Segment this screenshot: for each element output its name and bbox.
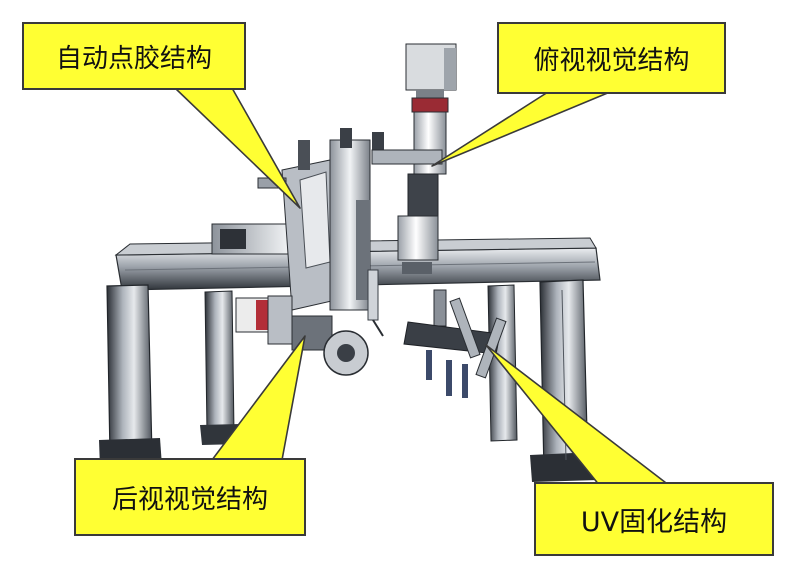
callout-pointers xyxy=(174,87,671,487)
pointer-dispensing xyxy=(174,87,301,209)
callout-uv-curing: UV固化结构 xyxy=(534,482,774,556)
top-vision-camera xyxy=(371,43,457,274)
pointer-top-vision xyxy=(431,91,611,167)
dispensing-mechanism xyxy=(211,128,384,337)
callout-top-vision: 俯视视觉结构 xyxy=(497,22,726,94)
callout-rear-vision: 后视视觉结构 xyxy=(74,458,306,536)
callout-dispensing: 自动点胶结构 xyxy=(22,22,246,90)
